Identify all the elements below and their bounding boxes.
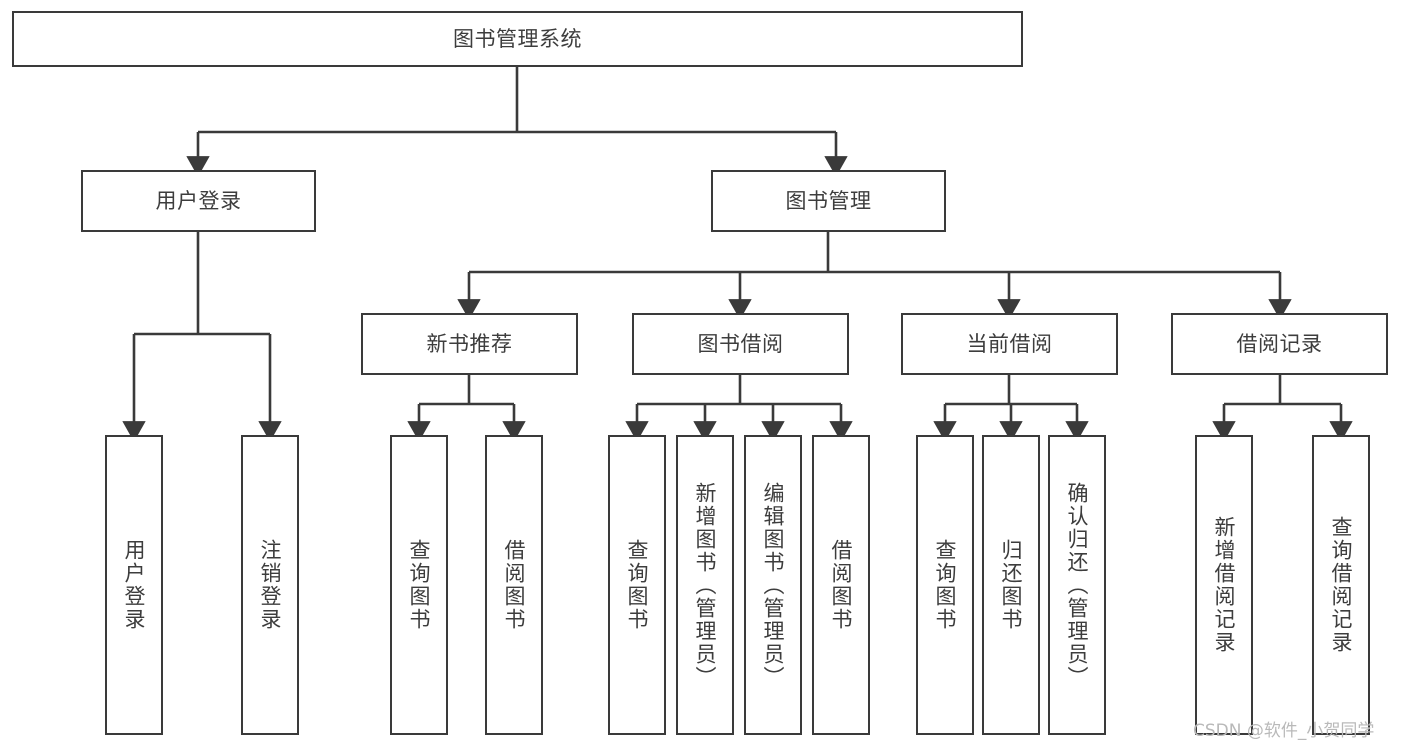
node-user-login[interactable]: 用户登录 (81, 170, 316, 232)
leaf-logout[interactable]: 注销登录 (241, 435, 299, 735)
node-label: 编辑图书（管理员） (761, 481, 786, 689)
leaf-bb-edit-book-admin[interactable]: 编辑图书（管理员） (744, 435, 802, 735)
node-label: 注销登录 (258, 539, 283, 631)
node-current-borrow[interactable]: 当前借阅 (901, 313, 1118, 375)
node-label: 查询图书 (933, 539, 958, 631)
node-book-borrow[interactable]: 图书借阅 (632, 313, 849, 375)
node-label: 借阅图书 (502, 539, 527, 631)
node-label: 当前借阅 (966, 331, 1053, 356)
node-label: 归还图书 (999, 539, 1024, 631)
node-label: 借阅记录 (1236, 331, 1323, 356)
leaf-br-add-record[interactable]: 新增借阅记录 (1195, 435, 1253, 735)
node-label: 新书推荐 (426, 331, 513, 356)
node-label: 图书管理 (785, 188, 872, 213)
leaf-bb-borrow-book[interactable]: 借阅图书 (812, 435, 870, 735)
leaf-cb-confirm-return-admin[interactable]: 确认归还（管理员） (1048, 435, 1106, 735)
node-root-book-management-system[interactable]: 图书管理系统 (12, 11, 1023, 67)
leaf-cb-return-book[interactable]: 归还图书 (982, 435, 1040, 735)
leaf-cb-query-book[interactable]: 查询图书 (916, 435, 974, 735)
node-label: 新增图书（管理员） (693, 481, 718, 689)
node-label: 查询借阅记录 (1329, 516, 1354, 654)
csdn-watermark: CSDN @软件_小贺同学 (1193, 721, 1375, 741)
node-book-management[interactable]: 图书管理 (711, 170, 946, 232)
leaf-br-query-record[interactable]: 查询借阅记录 (1312, 435, 1370, 735)
node-borrow-record[interactable]: 借阅记录 (1171, 313, 1388, 375)
node-label: 用户登录 (122, 539, 147, 631)
node-label: 确认归还（管理员） (1065, 481, 1090, 689)
leaf-bb-add-book-admin[interactable]: 新增图书（管理员） (676, 435, 734, 735)
node-label: 图书管理系统 (453, 26, 582, 51)
leaf-user-login[interactable]: 用户登录 (105, 435, 163, 735)
node-label: 新增借阅记录 (1212, 516, 1237, 654)
leaf-nb-borrow-book[interactable]: 借阅图书 (485, 435, 543, 735)
node-label: 用户登录 (155, 188, 242, 213)
leaf-nb-query-book[interactable]: 查询图书 (390, 435, 448, 735)
node-label: 借阅图书 (829, 539, 854, 631)
leaf-bb-query-book[interactable]: 查询图书 (608, 435, 666, 735)
node-new-book-recommend[interactable]: 新书推荐 (361, 313, 578, 375)
node-label: 图书借阅 (697, 331, 784, 356)
node-label: 查询图书 (625, 539, 650, 631)
node-label: 查询图书 (407, 539, 432, 631)
